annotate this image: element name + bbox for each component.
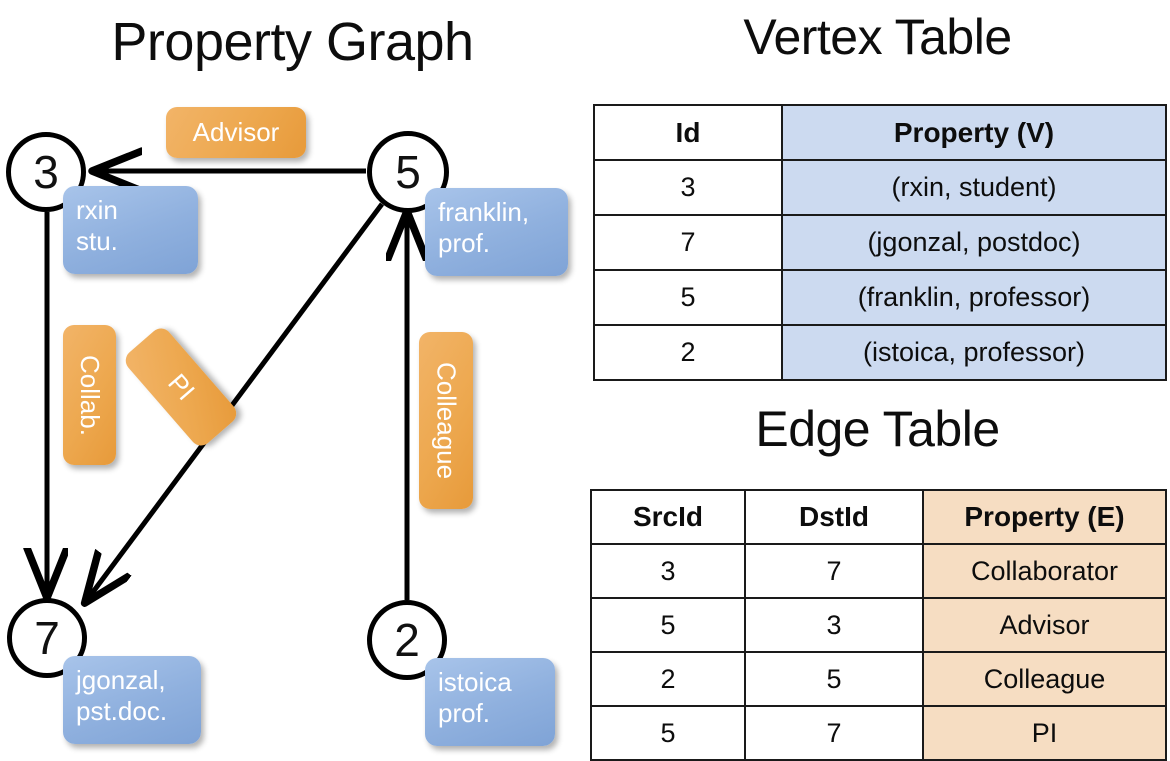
table-row[interactable]: 5 3 Advisor <box>590 597 1167 653</box>
vertex-property-box-2-line2: prof. <box>438 698 491 728</box>
edge-label-pi: PI <box>161 367 201 406</box>
page-title-vertex-table: Vertex Table <box>743 9 1012 65</box>
vertex-row-0-id: 3 <box>593 159 783 216</box>
vertex-row-2-id: 5 <box>593 269 783 326</box>
vertex-property-box-2-line1: istoica <box>438 667 512 697</box>
edge-row-3-dst: 7 <box>744 705 924 761</box>
edge-table-header-dstid: DstId <box>744 489 924 545</box>
edge-table-header-row: SrcId DstId Property (E) <box>590 489 1167 545</box>
vertex-row-1-property: (jgonzal, postdoc) <box>781 214 1167 271</box>
edge-label-box-advisor: Advisor <box>166 107 306 158</box>
edge-row-2-property: Colleague <box>922 651 1167 707</box>
vertex-property-box-5-line2: prof. <box>438 228 491 258</box>
edge-row-0-src: 3 <box>590 543 746 599</box>
graph-node-5[interactable]: 5 <box>367 131 449 213</box>
edge-table-header-srcid: SrcId <box>590 489 746 545</box>
vertex-row-2-property: (franklin, professor) <box>781 269 1167 326</box>
graph-node-2[interactable]: 2 <box>367 600 447 680</box>
edge-row-0-property: Collaborator <box>922 543 1167 599</box>
vertex-property-box-3-line1: rxin <box>76 195 118 225</box>
edge-table-header-property: Property (E) <box>922 489 1167 545</box>
edge-row-3-property: PI <box>922 705 1167 761</box>
table-row[interactable]: 7 (jgonzal, postdoc) <box>593 214 1167 271</box>
vertex-row-3-property: (istoica, professor) <box>781 324 1167 381</box>
vertex-table: Id Property (V) 3 (rxin, student) 7 (jgo… <box>593 104 1167 381</box>
vertex-row-1-id: 7 <box>593 214 783 271</box>
edge-table: SrcId DstId Property (E) 3 7 Collaborato… <box>590 489 1167 761</box>
vertex-property-box-3-line2: stu. <box>76 226 118 256</box>
vertex-table-header-id: Id <box>593 104 783 161</box>
edge-row-1-property: Advisor <box>922 597 1167 653</box>
edge-label-colleague: Colleague <box>431 361 462 480</box>
edge-label-collab: Collab. <box>75 354 105 436</box>
edge-row-2-dst: 5 <box>744 651 924 707</box>
edge-label-box-collab: Collab. <box>63 325 116 465</box>
vertex-property-box-5: franklin, prof. <box>425 188 568 276</box>
edge-line-pi <box>87 202 385 600</box>
edge-label-advisor: Advisor <box>192 117 280 147</box>
table-row[interactable]: 2 5 Colleague <box>590 651 1167 707</box>
property-graph-diagram: 3 5 7 2 rxin stu. franklin, prof. jgonza… <box>0 0 585 760</box>
edge-label-box-colleague: Colleague <box>419 332 473 509</box>
vertex-property-box-7: jgonzal, pst.doc. <box>63 656 201 744</box>
edge-row-1-src: 5 <box>590 597 746 653</box>
table-row[interactable]: 5 7 PI <box>590 705 1167 761</box>
table-row[interactable]: 3 (rxin, student) <box>593 159 1167 216</box>
vertex-property-box-7-line2: pst.doc. <box>76 696 168 726</box>
vertex-property-box-5-line1: franklin, <box>438 197 530 227</box>
vertex-row-0-property: (rxin, student) <box>781 159 1167 216</box>
vertex-property-box-3: rxin stu. <box>63 186 198 274</box>
graph-edge-lines <box>0 0 585 760</box>
edge-row-3-src: 5 <box>590 705 746 761</box>
vertex-property-box-7-line1: jgonzal, <box>76 665 166 695</box>
table-row[interactable]: 2 (istoica, professor) <box>593 324 1167 381</box>
edge-row-0-dst: 7 <box>744 543 924 599</box>
vertex-row-3-id: 2 <box>593 324 783 381</box>
vertex-table-header-property: Property (V) <box>781 104 1167 161</box>
table-row[interactable]: 5 (franklin, professor) <box>593 269 1167 326</box>
page-title-edge-table: Edge Table <box>755 401 1000 457</box>
table-row[interactable]: 3 7 Collaborator <box>590 543 1167 599</box>
edge-row-1-dst: 3 <box>744 597 924 653</box>
edge-row-2-src: 2 <box>590 651 746 707</box>
vertex-table-header-row: Id Property (V) <box>593 104 1167 161</box>
vertex-property-box-2: istoica prof. <box>425 658 555 746</box>
page-title-property-graph: Property Graph <box>111 12 474 72</box>
